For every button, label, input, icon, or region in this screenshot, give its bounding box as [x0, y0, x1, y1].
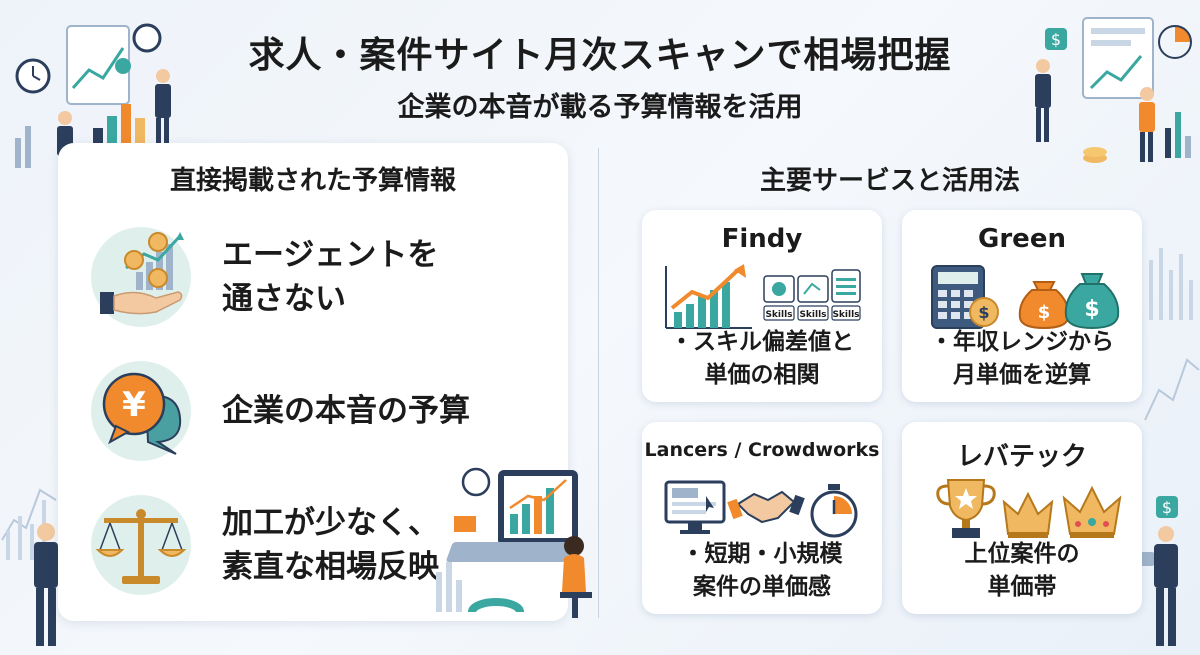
page-title: 求人・案件サイト月次スキャンで相場把握 — [248, 35, 952, 76]
feature-item-true-budget: ¥ 企業の本音の予算 — [86, 356, 556, 466]
service-description: ・短期・小規模案件の単価感 — [681, 541, 843, 601]
svg-text:$: $ — [978, 303, 989, 322]
service-description: 上位案件の単価帯 — [964, 541, 1080, 601]
service-card-green: Green $ $ $ ・年収レンジから月単価を逆算 — [902, 210, 1142, 402]
left-panel-heading: 直接掲載された予算情報 — [169, 166, 456, 196]
feature-item-raw-market: 加工が少なく、素直な相場反映 — [86, 490, 556, 600]
feature-text: エージェントを通さない — [222, 236, 439, 317]
svg-text:$: $ — [1084, 297, 1099, 322]
right-background-chart-lines — [1144, 248, 1200, 421]
feature-text: 企業の本音の予算 — [222, 392, 470, 429]
top-right-business-illustration: $ — [1035, 17, 1192, 163]
bottom-left-person-illustration — [34, 523, 77, 646]
service-card-lancers-crowdworks: Lancers / Crowdworks ・短期・小規模案件の単価感 — [642, 422, 882, 614]
service-name: Green — [978, 224, 1066, 254]
svg-text:$: $ — [1162, 498, 1172, 517]
service-description: ・年収レンジから月単価を逆算 — [930, 329, 1114, 389]
hand-with-coins-icon — [91, 227, 191, 327]
right-section-heading: 主要サービスと活用法 — [759, 166, 1020, 196]
skill-label: Skills — [765, 310, 792, 320]
service-card-findy: Findy Skills Skills Skills ・スキル偏差値と単価の相関 — [642, 210, 882, 402]
rising-chart-skills-icon: Skills Skills Skills — [665, 264, 861, 329]
svg-text:¥: ¥ — [122, 385, 146, 425]
skill-label: Skills — [832, 310, 859, 320]
yen-speech-bubble-icon: ¥ — [91, 361, 191, 461]
service-description: ・スキル偏差値と単価の相関 — [670, 329, 854, 389]
feature-text: 加工が少なく、素直な相場反映 — [222, 504, 439, 585]
balance-scale-icon — [91, 495, 191, 595]
person-at-laptop-illustration — [436, 467, 592, 618]
service-name: Findy — [721, 224, 803, 254]
monitor-handshake-stopwatch-icon — [664, 480, 858, 538]
top-left-business-illustration — [15, 23, 171, 186]
calculator-money-bags-icon: $ $ $ — [931, 265, 1120, 330]
trophy-crowns-icon — [936, 479, 1122, 538]
skill-label: Skills — [799, 310, 826, 320]
svg-text:$: $ — [1038, 302, 1051, 323]
bottom-right-person-illustration: $ — [1132, 496, 1178, 646]
service-card-levtech: レバテック 上位案件の単価帯 — [902, 422, 1142, 614]
service-name: レバテック — [956, 442, 1087, 472]
svg-text:$: $ — [1051, 30, 1061, 49]
page-subtitle: 企業の本音が載る予算情報を活用 — [397, 92, 803, 123]
feature-item-no-agent: エージェントを通さない — [86, 222, 556, 332]
section-divider — [598, 148, 599, 618]
service-name: Lancers / Crowdworks — [644, 439, 880, 461]
